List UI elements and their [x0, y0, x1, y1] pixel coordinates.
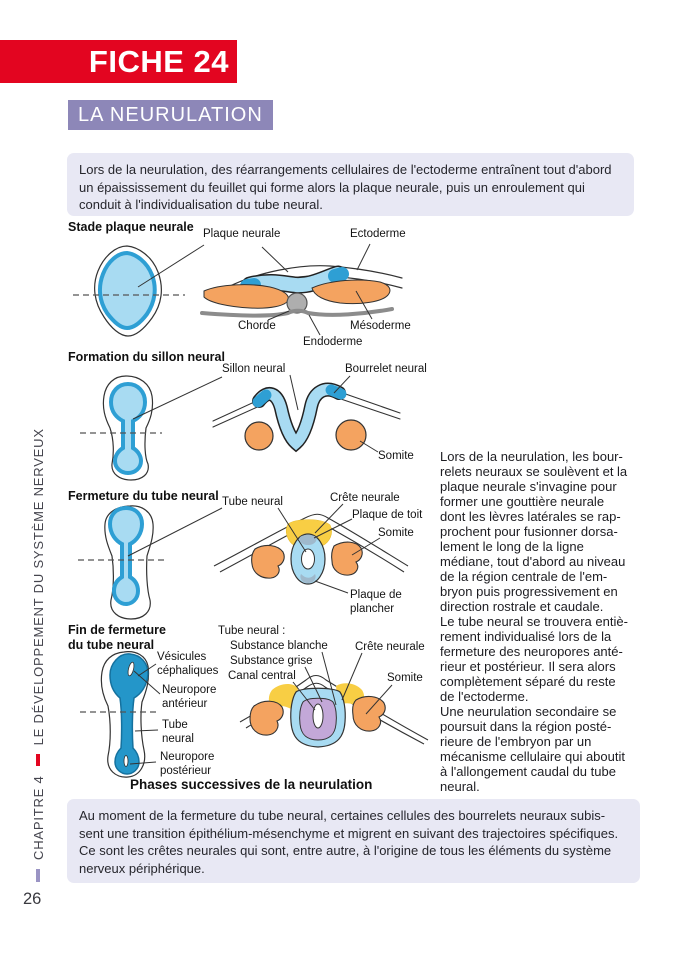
label-plaque-de-toit: Plaque de toit	[352, 509, 423, 521]
neuropore-posterieur-slit	[123, 755, 129, 767]
label-bourrelet-neural: Bourrelet neural	[345, 363, 427, 375]
label-substance-blanche: Substance blanche	[230, 640, 328, 652]
stage4-leader-lines	[129, 651, 393, 765]
page-title: LA NEURULATION	[78, 103, 263, 126]
chorde-circle	[286, 292, 308, 314]
stage4-embryo	[80, 651, 158, 778]
lavender-bar-icon	[36, 869, 40, 882]
somite-left	[244, 421, 274, 451]
label-sillon-neural: Sillon neural	[222, 363, 286, 375]
figure-caption: Phases successives de la neurulation	[130, 777, 373, 792]
stage1-embryo	[73, 245, 185, 337]
label-crete-neurale-s4: Crête neurale	[355, 641, 425, 653]
mesoderm-left	[203, 284, 289, 309]
label-endoderme: Endoderme	[303, 336, 363, 348]
chapter-label: CHAPITRE 4	[30, 775, 46, 860]
somite-left	[249, 700, 284, 736]
somite-right	[352, 695, 386, 732]
label-neuropore-posterieur: Neuropore postérieur	[160, 751, 215, 777]
bottom-box: Au moment de la fermeture du tube neural…	[67, 799, 640, 883]
fiche-banner: FICHE 24	[0, 40, 237, 83]
label-chorde: Chorde	[238, 320, 276, 332]
mesoderm-right	[311, 279, 391, 305]
label-crete-neurale-s3: Crête neurale	[330, 492, 400, 504]
stage3-title: Fermeture du tube neural	[68, 489, 219, 503]
label-somite-s2: Somite	[378, 450, 414, 462]
somite-left	[251, 544, 285, 579]
label-canal-central: Canal central	[228, 670, 296, 682]
label-somite-s4: Somite	[387, 672, 423, 684]
stage1-leader-lines	[137, 243, 373, 336]
stage2-title: Formation du sillon neural	[68, 350, 225, 364]
stage4-cross-section	[239, 674, 429, 748]
label-plaque-de-plancher: Plaque de plancher	[350, 589, 402, 615]
sillon-band	[253, 384, 345, 451]
neuropore-anterieur-slit	[127, 661, 135, 677]
stage2-embryo	[80, 375, 162, 481]
stage3-cross-section	[213, 513, 409, 585]
label-plaque-neurale: Plaque neurale	[203, 228, 281, 240]
label-tube-neural-header: Tube neural :	[218, 625, 286, 637]
label-vesicules-cephaliques: Vésicules céphaliques	[157, 651, 219, 677]
label-tube-neural-s3: Tube neural	[222, 496, 283, 508]
label-somite-s3: Somite	[378, 527, 414, 539]
stage3-leader-lines	[127, 503, 381, 594]
label-mesoderme: Mésoderme	[350, 320, 411, 332]
title-banner: LA NEURULATION	[68, 100, 273, 130]
bourrelet-right	[325, 384, 347, 400]
stage2-leader-lines	[132, 374, 379, 453]
somite-right	[331, 541, 363, 576]
label-ectoderme: Ectoderme	[350, 228, 406, 240]
intro-box: Lors de la neurulation, des réarrangemen…	[67, 153, 634, 216]
canal-central-oval	[312, 703, 324, 729]
red-bar-icon	[35, 754, 41, 767]
label-neuropore-anterieur: Neuropore antérieur	[162, 684, 217, 710]
stage1-title: Stade plaque neurale	[68, 220, 194, 234]
somite-right	[335, 419, 367, 451]
side-text-paragraph: Lors de la neurulation, les bour- relets…	[440, 449, 628, 794]
plaque-de-toit-shape	[299, 534, 317, 545]
stage1-cross-section	[200, 265, 403, 318]
endoderm-line	[200, 307, 394, 318]
plaque-edge-right	[328, 267, 349, 283]
book-title: LE DÉVELOPPEMENT DU SYSTÈME NERVEUX	[30, 428, 46, 746]
stage4-title: Fin de fermeture du tube neural	[68, 623, 166, 652]
stage2-cross-section	[212, 382, 401, 453]
bourrelet-left	[252, 389, 272, 408]
stage3-embryo	[78, 505, 165, 620]
page-number: 26	[23, 890, 42, 908]
tube-neural-solid	[109, 653, 149, 775]
chapter-sidebar: CHAPITRE 4 LE DÉVELOPPEMENT DU SYSTÈME N…	[28, 384, 48, 882]
plaque-de-plancher-shape	[300, 574, 316, 583]
fiche-number: FICHE 24	[88, 43, 229, 79]
label-tube-neural-s4: Tube neural	[162, 719, 194, 745]
canal-central-oval	[301, 548, 315, 570]
label-substance-grise: Substance grise	[230, 655, 313, 667]
plaque-neurale-band	[243, 267, 345, 293]
